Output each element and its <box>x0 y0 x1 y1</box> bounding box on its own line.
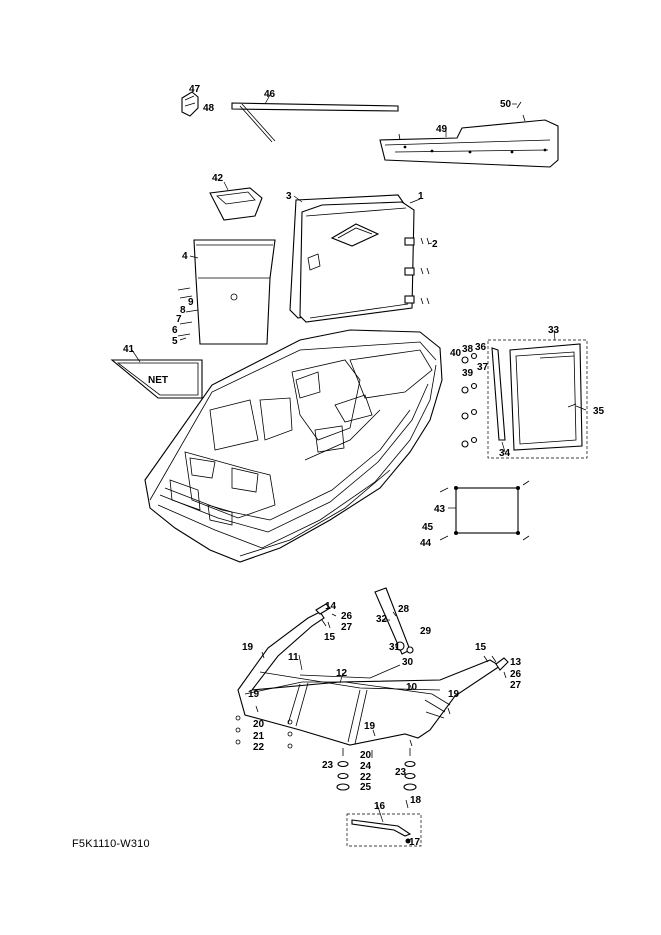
windshield-screws-19 <box>255 651 451 747</box>
callout-18: 18 <box>410 795 422 806</box>
callout-19b: 19 <box>248 689 260 700</box>
callout-13: 13 <box>510 657 522 668</box>
callout-22b: 22 <box>360 772 372 783</box>
callout-29: 29 <box>420 626 432 637</box>
part-4-storage-box <box>193 239 276 345</box>
callout-33: 33 <box>548 325 560 336</box>
callout-6: 6 <box>172 325 178 336</box>
parts-14-15-26-27-hinge-left <box>315 603 337 629</box>
callout-27b: 27 <box>510 680 522 691</box>
parts-13-15-26-27-hinge-right <box>483 655 509 679</box>
callout-7: 7 <box>176 314 182 325</box>
part-2-hinge-screws <box>420 237 430 305</box>
callout-32: 32 <box>376 614 388 625</box>
callout-12: 12 <box>336 668 348 679</box>
callout-27: 27 <box>341 622 353 633</box>
leader-lines <box>131 94 587 823</box>
callout-36: 36 <box>475 342 487 353</box>
callout-38: 38 <box>462 344 474 355</box>
boat-hull <box>144 329 443 563</box>
callout-24: 24 <box>360 761 372 772</box>
callout-16: 16 <box>374 801 386 812</box>
part-33-hatch <box>509 343 583 451</box>
callout-45: 45 <box>422 522 434 533</box>
callout-9: 9 <box>188 297 194 308</box>
callout-39: 39 <box>462 368 474 379</box>
part-43-frame <box>439 480 530 541</box>
callout-21: 21 <box>253 731 265 742</box>
net-label: NET <box>148 375 168 386</box>
part-41-net <box>110 359 203 399</box>
callout-37: 37 <box>477 362 489 373</box>
callout-3: 3 <box>286 191 292 202</box>
hatch-assembly-box <box>487 339 588 459</box>
callout-14: 14 <box>325 601 337 612</box>
callout-4: 4 <box>182 251 188 262</box>
callout-43: 43 <box>434 504 446 515</box>
callout-1: 1 <box>418 191 424 202</box>
part-42-cup-holder <box>209 187 263 221</box>
diagram-code: F5K1110-W310 <box>72 838 150 850</box>
callout-28: 28 <box>398 604 410 615</box>
part-35-latch <box>567 403 577 408</box>
callout-34: 34 <box>499 448 511 459</box>
part-28-support-bar <box>374 587 414 655</box>
part-47-48-clip <box>181 91 199 117</box>
callout-42: 42 <box>212 173 224 184</box>
callout-15: 15 <box>324 632 336 643</box>
callout-47: 47 <box>189 84 201 95</box>
callout-15b: 15 <box>475 642 487 653</box>
callout-30: 30 <box>402 657 414 668</box>
callout-22: 22 <box>253 742 265 753</box>
callout-40: 40 <box>450 348 462 359</box>
callout-11: 11 <box>288 652 299 663</box>
callout-23b: 23 <box>395 767 407 778</box>
callout-25: 25 <box>360 782 372 793</box>
callout-2: 2 <box>432 239 438 250</box>
part-34-seal-strip <box>491 347 506 441</box>
fastener-stack-20-22-left <box>235 715 293 749</box>
part-1-door-front <box>299 201 415 323</box>
callout-17: 17 <box>409 837 421 848</box>
callout-20: 20 <box>253 719 265 730</box>
part-16-trim <box>351 799 412 844</box>
part-46-rod <box>231 102 399 143</box>
callout-35: 35 <box>593 406 605 417</box>
callout-31: 31 <box>389 642 401 653</box>
fastener-stack-20-25-center <box>336 748 417 791</box>
callout-46: 46 <box>264 89 276 100</box>
callout-50: 50 <box>500 99 512 110</box>
part-49-cover <box>379 119 559 168</box>
callout-41: 41 <box>123 344 135 355</box>
callout-23: 23 <box>322 760 334 771</box>
callout-8: 8 <box>180 305 186 316</box>
callouts: 1 2 3 4 5 6 7 8 9 11 12 13 14 15 15 16 1… <box>123 84 605 848</box>
callout-26b: 26 <box>510 669 522 680</box>
parts-36-40-washers <box>461 352 478 448</box>
parts-5-9-fasteners <box>177 287 199 337</box>
trim-assembly-box <box>346 813 422 847</box>
callout-5: 5 <box>172 336 178 347</box>
callout-19: 19 <box>242 642 254 653</box>
callout-48: 48 <box>203 103 215 114</box>
part-50-screw <box>516 101 526 122</box>
callout-10: 10 <box>406 682 418 693</box>
callout-44: 44 <box>420 538 432 549</box>
callout-49: 49 <box>436 124 448 135</box>
callout-19d: 19 <box>448 689 460 700</box>
callout-26: 26 <box>341 611 353 622</box>
callout-19c: 19 <box>364 721 376 732</box>
callout-20b: 20 <box>360 750 372 761</box>
